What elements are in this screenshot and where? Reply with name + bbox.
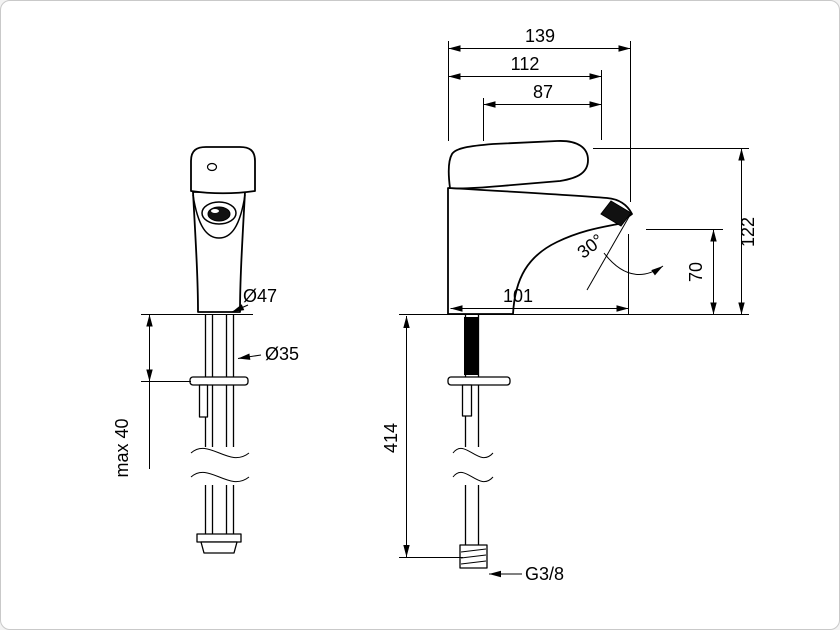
spray-direction-line (586, 214, 631, 291)
dim-dia47-label: Ø47 (243, 286, 277, 306)
tailpiece-side (464, 317, 479, 375)
supply-pipes-front (204, 314, 235, 534)
handle-side (447, 140, 589, 190)
aerator-highlight-front (211, 209, 219, 213)
dim-101-label: 101 (503, 286, 533, 306)
handle-front (190, 146, 256, 195)
aerator-front (207, 206, 231, 222)
dim-max40-label: max 40 (112, 418, 132, 477)
mounting-washer-side (447, 376, 511, 386)
dim-122-label: 122 (738, 217, 758, 247)
dim-414-label: 414 (381, 423, 401, 453)
dimension-101: 101 (450, 234, 629, 314)
mounting-stud-side (461, 384, 473, 417)
dim-112-label: 112 (511, 54, 540, 74)
spout-underside-front (192, 194, 246, 239)
dim-139-label: 139 (525, 26, 555, 46)
dim-87-label: 87 (533, 82, 553, 102)
mounting-nut-front (196, 533, 242, 554)
dimension-414: 414 (381, 316, 463, 558)
dimension-g38: G3/8 (489, 564, 564, 584)
mounting-stud-front (198, 384, 209, 418)
dimension-dia35: Ø35 (237, 344, 299, 364)
dimension-dia47: Ø47 (231, 286, 277, 313)
thread-end-side (459, 544, 488, 569)
dim-g38-label: G3/8 (525, 564, 564, 584)
dim-dia35-label: Ø35 (265, 344, 299, 364)
pipe-break-symbol-side (452, 447, 494, 483)
dimension-87: 87 (483, 82, 602, 141)
dim-30deg-label: 30° (573, 230, 607, 262)
faucet-body-side (447, 187, 633, 315)
faucet-body-front (192, 191, 246, 313)
dimension-70: 70 (646, 229, 723, 315)
dimension-max40: max 40 (112, 314, 191, 478)
side-view (399, 140, 664, 569)
pipe-break-symbol-front (190, 447, 250, 483)
handle-dot-front (206, 162, 218, 172)
dimension-139: 139 (448, 26, 631, 202)
dimension-122: 122 (515, 148, 758, 315)
aerator-ring-front (201, 201, 237, 225)
front-view (141, 146, 256, 554)
mounting-washer-front (189, 376, 249, 386)
dimension-112: 112 (448, 54, 602, 140)
dim-70-label: 70 (686, 262, 706, 282)
angle-arc (603, 252, 664, 276)
aerator-side (600, 200, 632, 227)
dimension-30deg: 30° (573, 230, 607, 262)
